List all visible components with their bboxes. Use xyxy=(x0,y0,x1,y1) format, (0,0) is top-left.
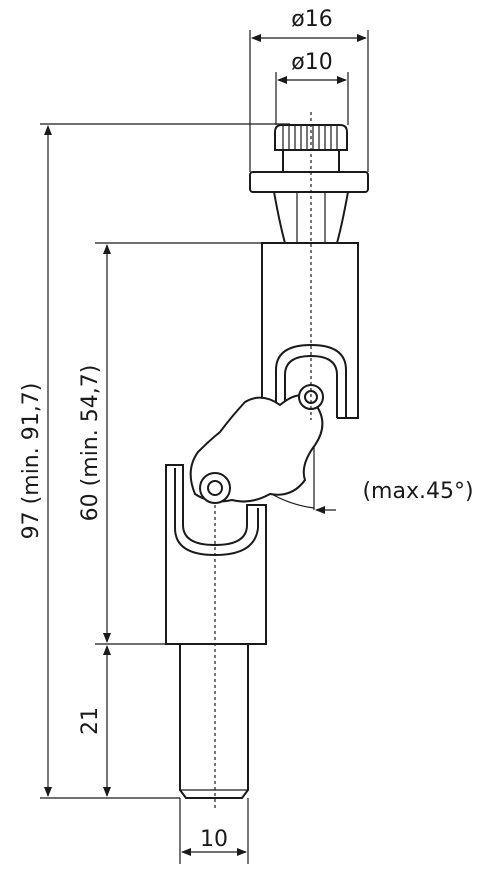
upper-yoke xyxy=(261,242,359,419)
dim-body-length: 60 (min. 54,7) xyxy=(78,365,103,522)
dim-shaft-width: 10 xyxy=(200,827,228,852)
dim-total-length: 97 (min. 91,7) xyxy=(19,383,44,540)
dim-max-angle: (max.45°) xyxy=(362,479,473,504)
top-knob xyxy=(274,124,348,173)
dimension-lines xyxy=(44,34,367,856)
flange xyxy=(249,171,369,244)
extension-lines xyxy=(40,30,369,864)
cross-piece xyxy=(189,384,324,504)
dim-dia-outer: ø16 xyxy=(291,7,332,32)
dim-dia-inner: ø10 xyxy=(291,50,332,75)
lower-shaft xyxy=(179,643,249,799)
dim-shaft-length: 21 xyxy=(78,707,103,735)
